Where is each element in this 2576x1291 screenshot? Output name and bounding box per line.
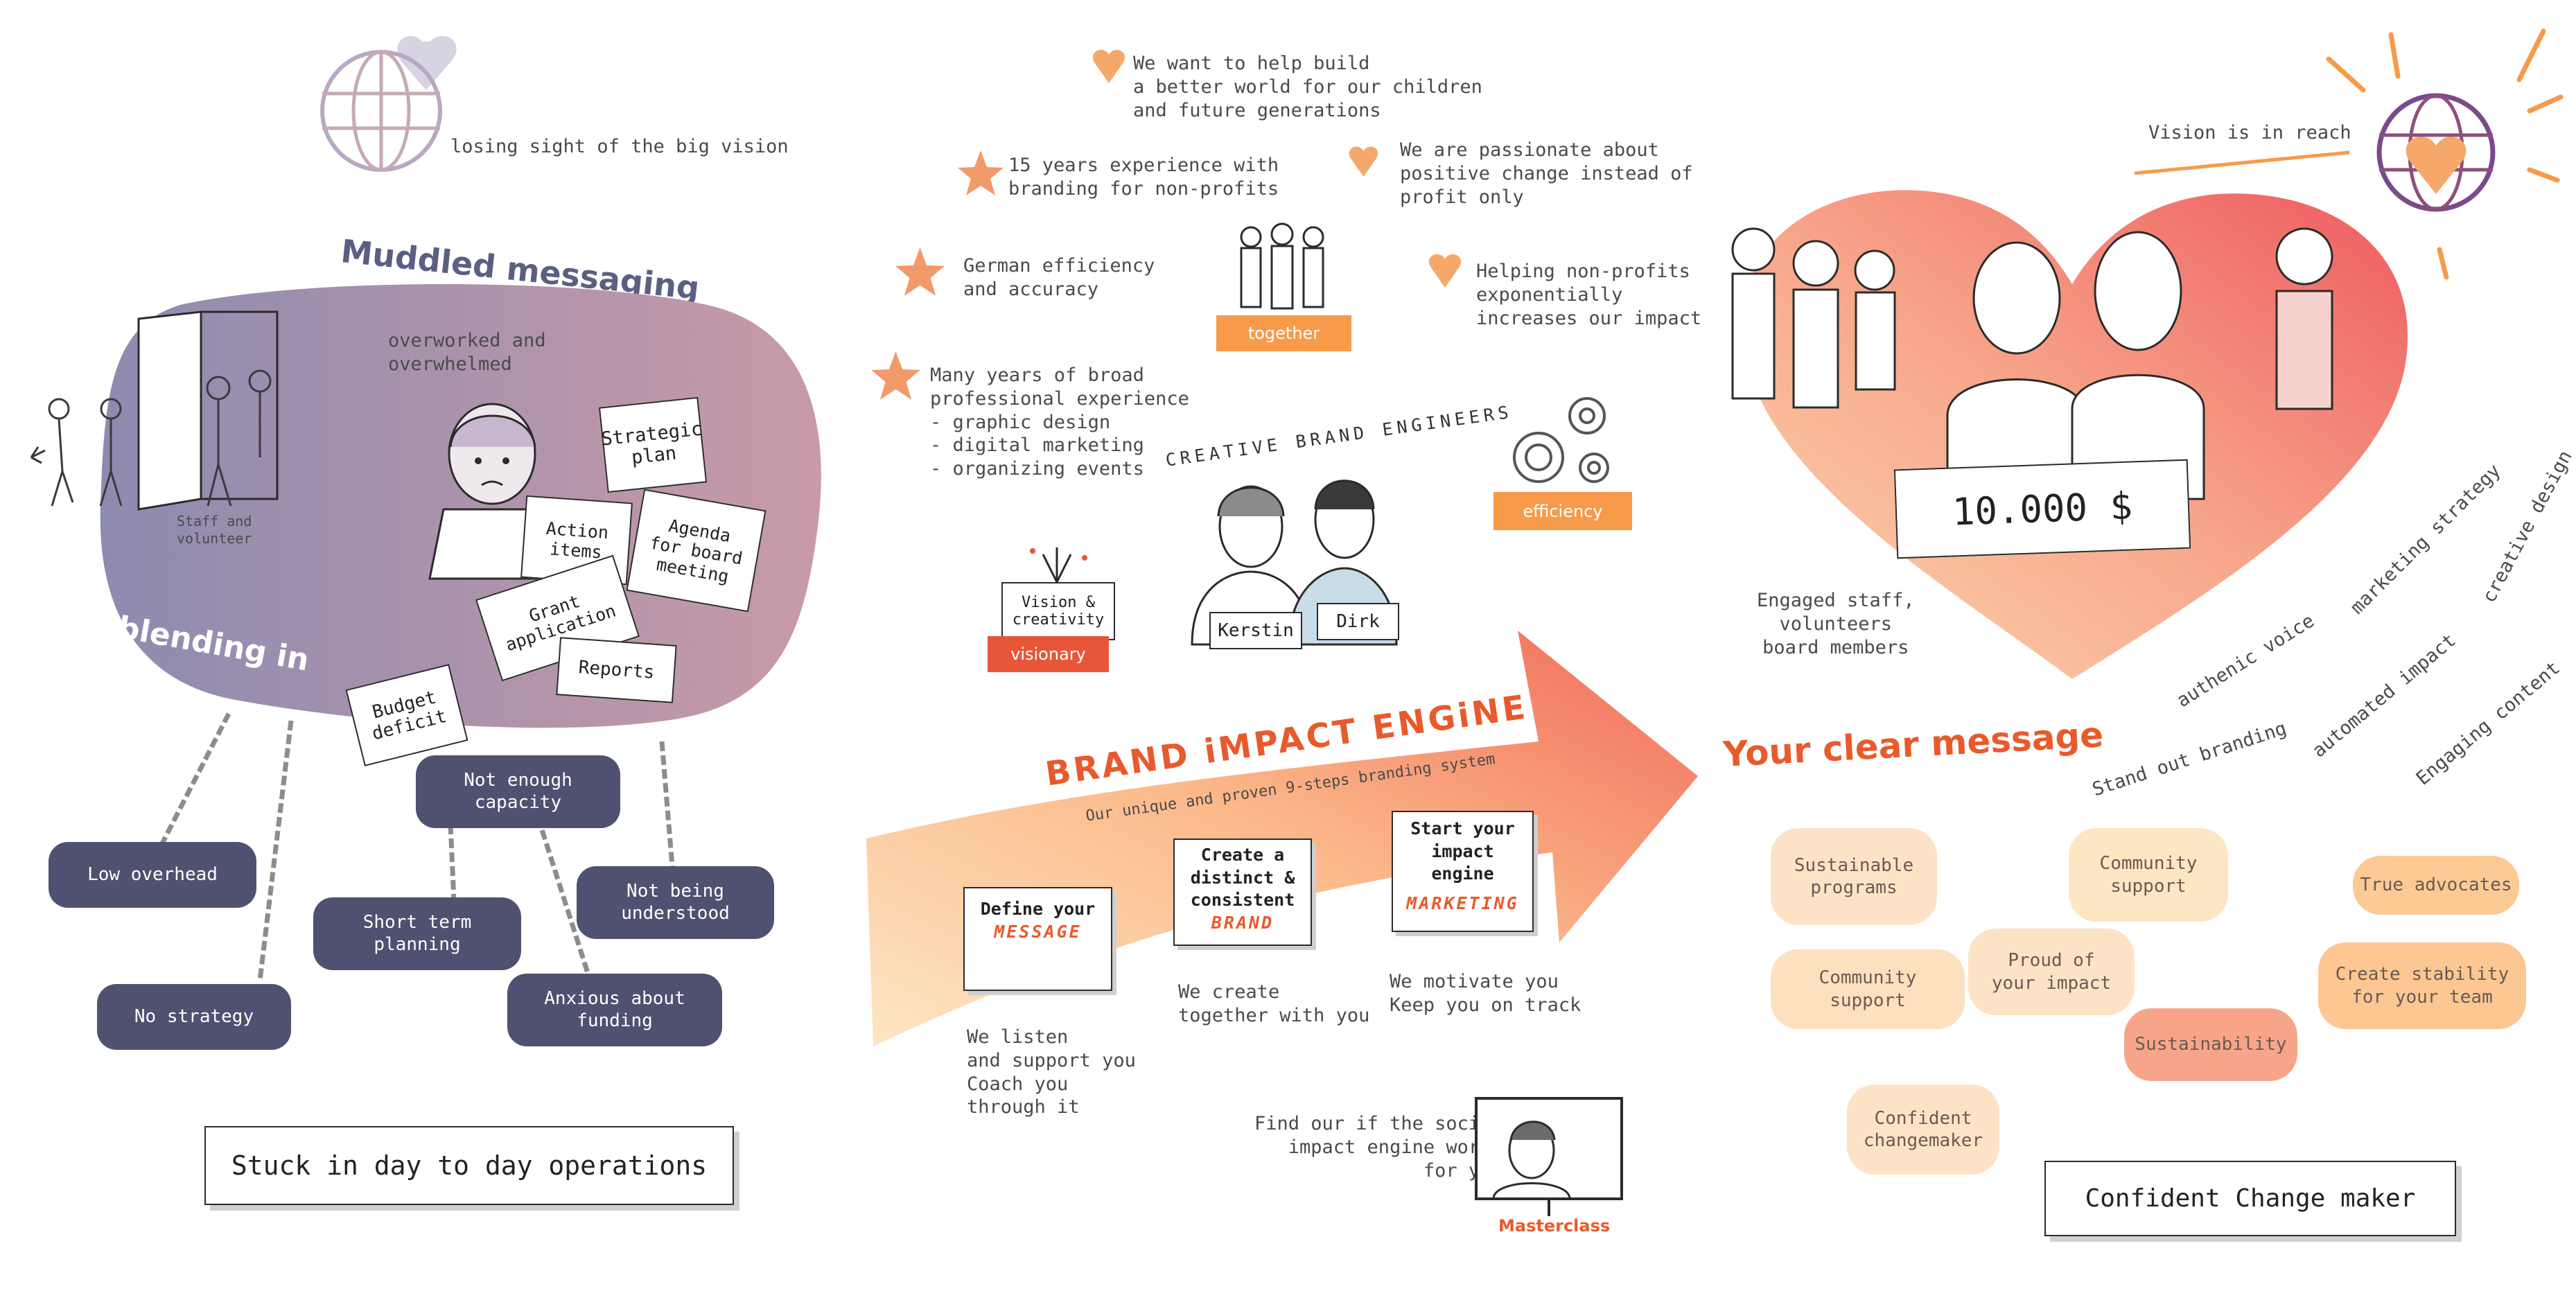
step3-caption: We motivate you Keep you on track: [1390, 971, 1581, 1016]
name-kerstin: Kerstin: [1209, 612, 1302, 649]
bubble-stability: Create stability for your team: [2318, 942, 2526, 1029]
globe-heart-reach-icon: [2376, 93, 2496, 212]
bubble-true-advocates: True advocates: [2353, 856, 2519, 915]
visionary-tag: visionary: [988, 636, 1109, 672]
heart-text-3: Helping non-profits exponentially increa…: [1476, 261, 1702, 329]
confident-box: Confident Change maker: [2044, 1161, 2456, 1236]
overworked-text: overworked and overwhelmed: [388, 330, 546, 375]
heart-icon-3: [1428, 254, 1462, 288]
step3-box: Start your impact engine MARKETING: [1392, 811, 1534, 932]
step1-line: Define your: [980, 899, 1096, 919]
step2-box: Create a distinct & consistent BRAND: [1173, 838, 1312, 946]
pill-low-overhead: Low overhead: [49, 842, 256, 908]
star-icon-3: [871, 351, 920, 400]
step2-line: Create a distinct & consistent: [1190, 845, 1295, 910]
group-people-icon: [1240, 222, 1324, 310]
step3-accent: MARKETING: [1406, 893, 1519, 913]
vision-reach-underline: [2134, 150, 2350, 175]
pill-short-term: Short term planning: [313, 897, 521, 970]
masterclass-text: Find our if the social impact engine wor…: [1254, 1113, 1502, 1182]
step3-line: Start your impact engine: [1410, 818, 1515, 884]
masterclass-label: Masterclass: [1498, 1216, 1611, 1236]
monitor-icon: [1475, 1097, 1623, 1216]
star-text-3: Many years of broad professional experie…: [930, 365, 1189, 480]
star-icon-1: [958, 150, 1004, 195]
door-icon: [137, 310, 279, 511]
star-icon-2: [895, 247, 945, 296]
globe-caption: losing sight of the big vision: [450, 136, 789, 157]
bubble-community-support-1: Community support: [2069, 828, 2228, 922]
stuck-box: Stuck in day to day operations: [204, 1126, 734, 1205]
together-tag: together: [1216, 315, 1351, 351]
step1-accent: MESSAGE: [994, 921, 1082, 942]
bubble-sustainable-programs: Sustainable programs: [1771, 828, 1937, 925]
step2-caption: We create together with you: [1178, 981, 1370, 1026]
step2-accent: BRAND: [1211, 912, 1274, 933]
sun-rays: [2326, 28, 2564, 280]
step1-caption: We listen and support you Coach you thro…: [967, 1026, 1136, 1118]
pill-not-understood: Not being understood: [577, 866, 774, 939]
muddled-blob: [100, 284, 821, 728]
bubble-confident: Confident changemaker: [1847, 1084, 1999, 1175]
name-dirk: Dirk: [1317, 603, 1399, 640]
heart-text-1: We want to help build a better world for…: [1133, 53, 1482, 121]
globe-heart-icon: [320, 35, 457, 172]
gift-box-icon: [1030, 547, 1087, 583]
heart-icon-1: [1092, 49, 1125, 83]
pill-not-enough-capacity: Not enough capacity: [416, 755, 620, 828]
gears-icon: [1513, 397, 1609, 483]
efficiency-tag: efficiency: [1493, 492, 1632, 530]
bubble-community-support-2: Community support: [1771, 949, 1965, 1029]
step1-box: Define your MESSAGE: [963, 887, 1112, 991]
cheque-box: 10.000 $: [1893, 459, 2191, 559]
star-text-2: German efficiency and accuracy: [963, 255, 1155, 300]
staff-label: Staff and volunteer: [177, 513, 252, 547]
people-group-icon: [1731, 227, 2333, 500]
pill-no-strategy: No strategy: [97, 984, 291, 1050]
vision-reach-text: Vision is in reach: [2148, 122, 2351, 143]
staff-figures-icon: [30, 369, 272, 507]
vision-creativity-box: Vision & creativity: [1001, 582, 1115, 640]
bubble-proud: Proud of your impact: [1968, 929, 2135, 1015]
heart-text-2: We are passionate about positive change …: [1400, 139, 1693, 208]
engaged-text: Engaged staff, volunteers board members: [1757, 590, 1915, 658]
pill-anxious: Anxious about funding: [507, 974, 722, 1046]
heart-icon-2: [1349, 146, 1378, 177]
star-text-1: 15 years experience with branding for no…: [1008, 155, 1279, 200]
bubble-sustainability: Sustainability: [2124, 1008, 2297, 1081]
